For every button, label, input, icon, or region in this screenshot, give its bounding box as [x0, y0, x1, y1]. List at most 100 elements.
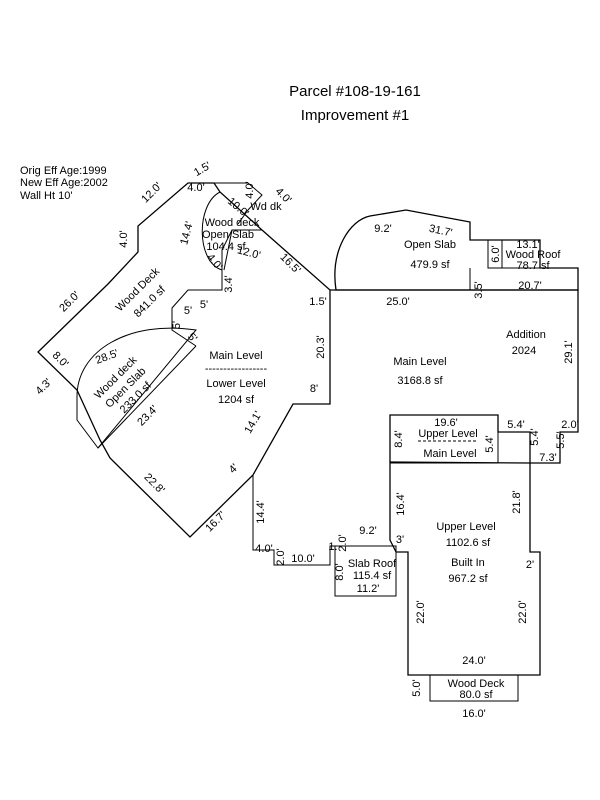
dim-14-4-b: 14.4': [255, 500, 267, 524]
dim-3-4: 3.4': [223, 275, 235, 292]
dim-4-3: 4.3': [33, 376, 54, 397]
dim-1-5-mid: 1.5': [309, 296, 326, 308]
dim-22-0-b: 22.0': [517, 600, 529, 624]
dim-8-4: 8.4': [393, 430, 405, 447]
dim-31-7: 31.7': [428, 223, 453, 240]
area-slab-roof-name: Slab Roof: [348, 558, 397, 570]
area-upper-built-name2: Built In: [451, 557, 485, 569]
dim-8-mid: 8': [310, 383, 318, 395]
area-wood-deck-upper-area: 104.4 sf: [206, 241, 246, 253]
area-wd-dk: Wd dk: [250, 201, 282, 213]
area-main-lower-area: 1204 sf: [218, 394, 255, 406]
dim-9-2-b: 9.2': [359, 525, 376, 537]
new-eff-age: New Eff Age:2002: [20, 177, 108, 189]
dim-3: 3': [396, 534, 404, 546]
dim-5-b: 5': [184, 305, 192, 317]
dim-5-4-c: 5.4': [529, 428, 541, 445]
dim-16-7: 16.7': [203, 509, 228, 534]
dim-29-1: 29.1': [563, 340, 575, 364]
dim-2: 2': [526, 559, 534, 571]
area-wood-deck-upper-name: Wood deck: [205, 217, 260, 229]
dim-11-2: 11.2': [357, 583, 380, 595]
dim-6-0: 6.0': [490, 245, 502, 262]
area-wood-deck-bottom-name: Wood Deck: [448, 678, 505, 690]
area-slab-roof-area: 115.4 sf: [353, 570, 392, 582]
area-main-center-name: Main Level: [393, 356, 446, 368]
dim-4-0-a: 4.0': [187, 182, 204, 194]
dim-5-5: 5.5': [555, 431, 567, 448]
area-wood-roof-name: Wood Roof: [506, 249, 562, 261]
improvement-subtitle: Improvement #1: [301, 107, 409, 124]
dim-14-4-a: 14.4': [178, 220, 196, 246]
area-main-lower-name2: Lower Level: [206, 378, 265, 390]
outline-bottom-step: [252, 475, 335, 566]
outline-upper-deck: [201, 191, 262, 271]
dim-5-4-b: 5.4': [507, 419, 524, 431]
dim-8-0-b: 8.0': [334, 563, 346, 580]
outline-left-connector: [171, 270, 223, 347]
dim-25-0: 25.0': [386, 296, 410, 308]
outline-left-main: [37, 182, 331, 538]
dim-24-0: 24.0': [462, 655, 486, 667]
area-open-slab-area: 479.9 sf: [410, 259, 450, 271]
dim-22-0-a: 22.0': [415, 600, 427, 624]
dim-28-5: 28.5': [94, 348, 120, 367]
dim-2-0-b: 2.0': [337, 534, 349, 551]
wall-height: Wall Ht 10': [20, 190, 72, 202]
area-wood-deck-bottom-area: 80.0 sf: [459, 689, 493, 701]
dim-3-5-a: 3.5': [473, 281, 485, 298]
area-wood-roof-area: 78.7 sf: [516, 260, 550, 272]
area-upper-built-area: 1102.6 sf: [446, 537, 491, 549]
dim-4-0-b: 4.0': [244, 181, 256, 198]
dim-1-a: 1.: [328, 541, 337, 553]
dim-2-0-c: 2.0': [561, 419, 578, 431]
orig-eff-age: Orig Eff Age:1999: [20, 165, 107, 177]
dim-26-0: 26.0': [57, 289, 82, 314]
dim-16-5: 16.5': [278, 251, 303, 276]
area-main-lower-name: Main Level: [209, 350, 262, 362]
area-open-slab-name: Open Slab: [404, 239, 456, 251]
dim-10-0-b: 10.0': [291, 553, 315, 565]
dim-7-3: 7.3': [539, 452, 556, 464]
area-wood-deck-upper-name2: Open Slab: [202, 229, 254, 241]
area-addition-name: Addition: [506, 329, 546, 341]
dim-5-4-a: 5.4': [484, 435, 496, 452]
dim-12-0-a: 12.0': [139, 180, 164, 205]
dim-4-b: 4': [227, 462, 241, 476]
semicircle-chord: [97, 345, 197, 449]
outline-wood-roof: [487, 239, 541, 269]
area-upper-built-area2: 967.2 sf: [448, 573, 488, 585]
area-upper-main-small-name2: Main Level: [423, 448, 476, 460]
outline-slab-roof: [334, 545, 397, 597]
dim-5-c: 5': [171, 321, 183, 329]
dim-5-a: 5': [200, 299, 208, 311]
area-addition-year: 2024: [512, 345, 536, 357]
area-upper-built-name: Upper Level: [436, 521, 495, 533]
parcel-title: Parcel #108-19-161: [289, 83, 421, 100]
area-main-lower-dashes: -----------------: [205, 363, 268, 375]
outline-semicircle-deck: [76, 327, 197, 449]
dim-16-0: 16.0': [462, 708, 486, 720]
dim-5-d: 5': [185, 331, 199, 345]
dim-4-0-e: 4.0': [255, 543, 272, 555]
dim-20-7: 20.7': [518, 280, 542, 292]
dim-9-2-a: 9.2': [374, 223, 391, 235]
outline-top-notch: [214, 182, 263, 225]
dim-23-4: 23.4': [135, 403, 160, 428]
dim-14-1: 14.1': [242, 409, 264, 435]
dim-4-0-left: 4.0': [118, 230, 130, 247]
dim-20-3: 20.3': [315, 335, 327, 359]
dim-5-0: 5.0': [411, 679, 423, 696]
dim-21-8: 21.8': [511, 490, 523, 514]
dim-19-6: 19.6': [434, 417, 458, 429]
area-upper-main-small-name: Upper Level: [418, 428, 477, 440]
upper-deck-divider: [223, 229, 233, 271]
area-main-center-area: 3168.8 sf: [397, 375, 443, 387]
outline-wood-deck-bottom: [429, 674, 519, 702]
dim-2-0-a: 2.0': [275, 548, 287, 565]
dim-13-1: 13.1': [516, 239, 540, 251]
dim-16-4: 16.4': [395, 492, 407, 516]
dim-12-0-b: 12.0': [236, 244, 262, 262]
dim-1-5-top: 1.5': [192, 160, 213, 179]
